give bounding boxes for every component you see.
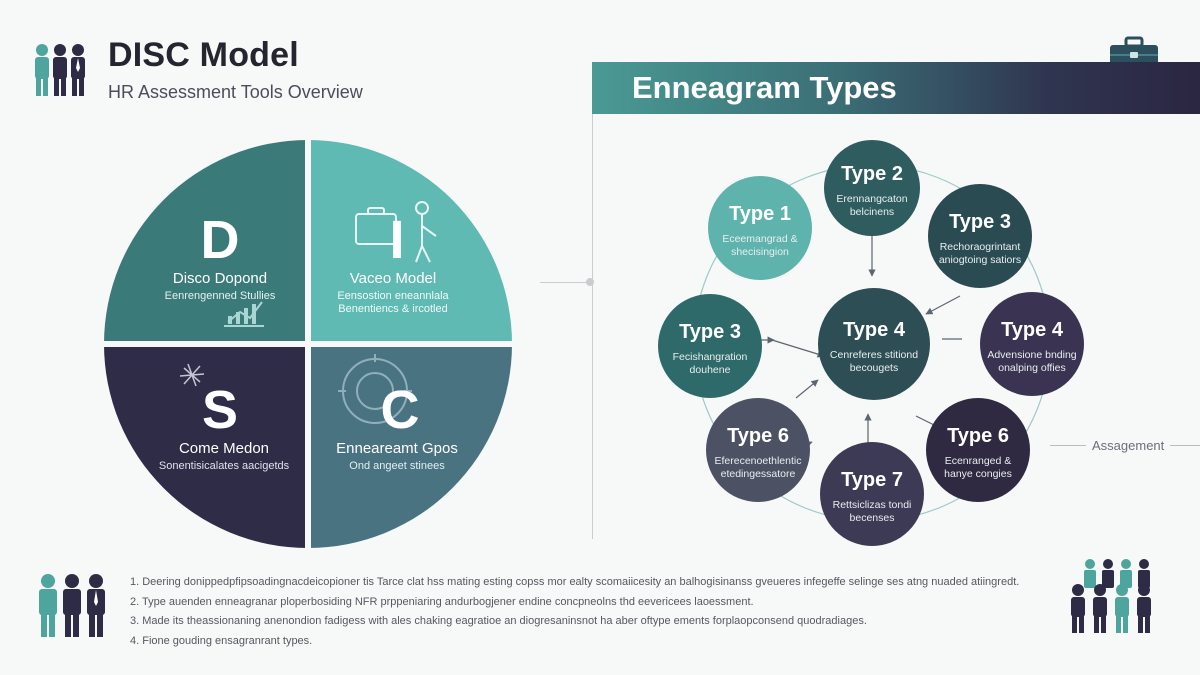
enneagram-node-circle [658, 294, 762, 398]
connector-dot [586, 278, 594, 286]
disc-desc-i-line2: Benentiencs & ircotled [338, 303, 447, 315]
disc-desc-d: Eenrengenned Stullies [165, 290, 276, 302]
enneagram-node: Type 6 Ecenranged &hanye congies [926, 398, 1030, 502]
enneagram-node-desc: aniogtoing satiors [939, 254, 1021, 266]
enneagram-node-circle [926, 398, 1030, 502]
enneagram-node-desc: Ecenranged & [945, 455, 1012, 467]
disc-letter-d: D [201, 210, 240, 270]
assessment-label: Assagement [1092, 438, 1165, 453]
disc-title-s: Come Medon [179, 440, 269, 457]
disc-title-i: Vaceo Model [350, 270, 436, 287]
page-title: DISC Model [108, 36, 299, 74]
enneagram-node-desc: becougets [850, 362, 898, 374]
enneagram-node-label: Type 3 [949, 211, 1011, 233]
enneagram-node-label: Type 6 [947, 425, 1009, 447]
disc-letter-s: S [202, 380, 238, 440]
enneagram-node-desc: Advensione bnding [987, 349, 1076, 361]
enneagram-node-label: Type 4 [843, 319, 906, 341]
enneagram-node-desc: shecisingion [731, 246, 789, 258]
enneagram-node-label: Type 1 [729, 203, 791, 225]
people-group-icon [34, 572, 110, 643]
disc-desc-s: Sonentisicalates aacigetds [159, 460, 290, 472]
enneagram-node-label: Type 2 [841, 163, 903, 185]
note-item: 1. Deering donippedpfipsoadingnacdeicopi… [130, 576, 1020, 588]
connector-line [1170, 445, 1200, 446]
disc-quadrant-diagram: D I S C Disco Dopond Vaceo Model Come Me… [104, 140, 512, 548]
arrow [771, 339, 825, 358]
enneagram-node-circle [980, 292, 1084, 396]
enneagram-node-desc: etedingessatore [721, 468, 796, 480]
enneagram-node-circle [820, 442, 924, 546]
note-item: 3. Made its theassionaning anenondion fa… [130, 615, 867, 627]
connector-line [1050, 445, 1086, 446]
divider [592, 114, 593, 539]
enneagram-node-circle [928, 184, 1032, 288]
enneagram-banner [592, 62, 1200, 114]
enneagram-node-label: Type 7 [841, 469, 903, 491]
note-item: 2. Type auenden enneagranar ploperbosidi… [130, 595, 754, 608]
gear-icon [338, 354, 412, 424]
notes-list: 1. Deering donippedpfipsoadingnacdeicopi… [130, 573, 1060, 651]
enneagram-node-desc: Rechoraogrintant [940, 241, 1021, 253]
page-subtitle: HR Assessment Tools Overview [108, 82, 363, 102]
enneagram-node-desc: becenses [850, 512, 895, 524]
disc-desc-i-line1: Eensostion eneannlala [337, 290, 449, 302]
enneagram-node-desc: belcinens [850, 206, 894, 218]
sparkle-icon [179, 363, 205, 387]
businessperson-briefcase-icon [355, 201, 437, 263]
enneagram-node-desc: Fecishangration [673, 351, 748, 363]
enneagram-node-label: Type 6 [727, 425, 789, 447]
enneagram-title: Enneagram Types [632, 70, 897, 105]
arrow [925, 295, 961, 315]
disc-title-c: Enneareamt Gpos [336, 440, 458, 457]
arrow [795, 379, 819, 399]
disc-desc-c: Ond angeet stinees [349, 460, 445, 472]
enneagram-node-circle [708, 176, 812, 280]
connector-line [540, 282, 592, 283]
enneagram-node-desc: Eferecenoethlentic [715, 455, 802, 467]
enneagram-node: Type 1 Eceemangrad &shecisingion [708, 176, 812, 280]
enneagram-node-desc: Rettsiclizas tondi [833, 499, 912, 511]
team-group-icon [1068, 556, 1168, 641]
note-item: 4. Fione gouding ensagranrant types. [130, 634, 313, 647]
growth-chart-icon [224, 301, 264, 327]
enneagram-node-desc: Cenreferes stitiond [830, 349, 918, 361]
enneagram-node-desc: Erennangcaton [836, 193, 907, 205]
enneagram-node-circle [818, 288, 930, 400]
enneagram-node-label: Type 3 [679, 321, 741, 343]
enneagram-node-label: Type 4 [1001, 319, 1064, 341]
enneagram-node-circle [824, 140, 920, 236]
enneagram-node-desc: Eceemangrad & [722, 233, 797, 245]
enneagram-node-circle [706, 398, 810, 502]
disc-title-d: Disco Dopond [173, 270, 267, 287]
disc-letter-c: C [381, 380, 420, 440]
enneagram-node-desc: douhene [690, 364, 731, 376]
enneagram-node-desc: onalping offies [998, 362, 1066, 374]
enneagram-node-desc: hanye congies [944, 468, 1012, 480]
disc-letter-i: I [389, 210, 404, 270]
people-group-icon [30, 42, 94, 103]
